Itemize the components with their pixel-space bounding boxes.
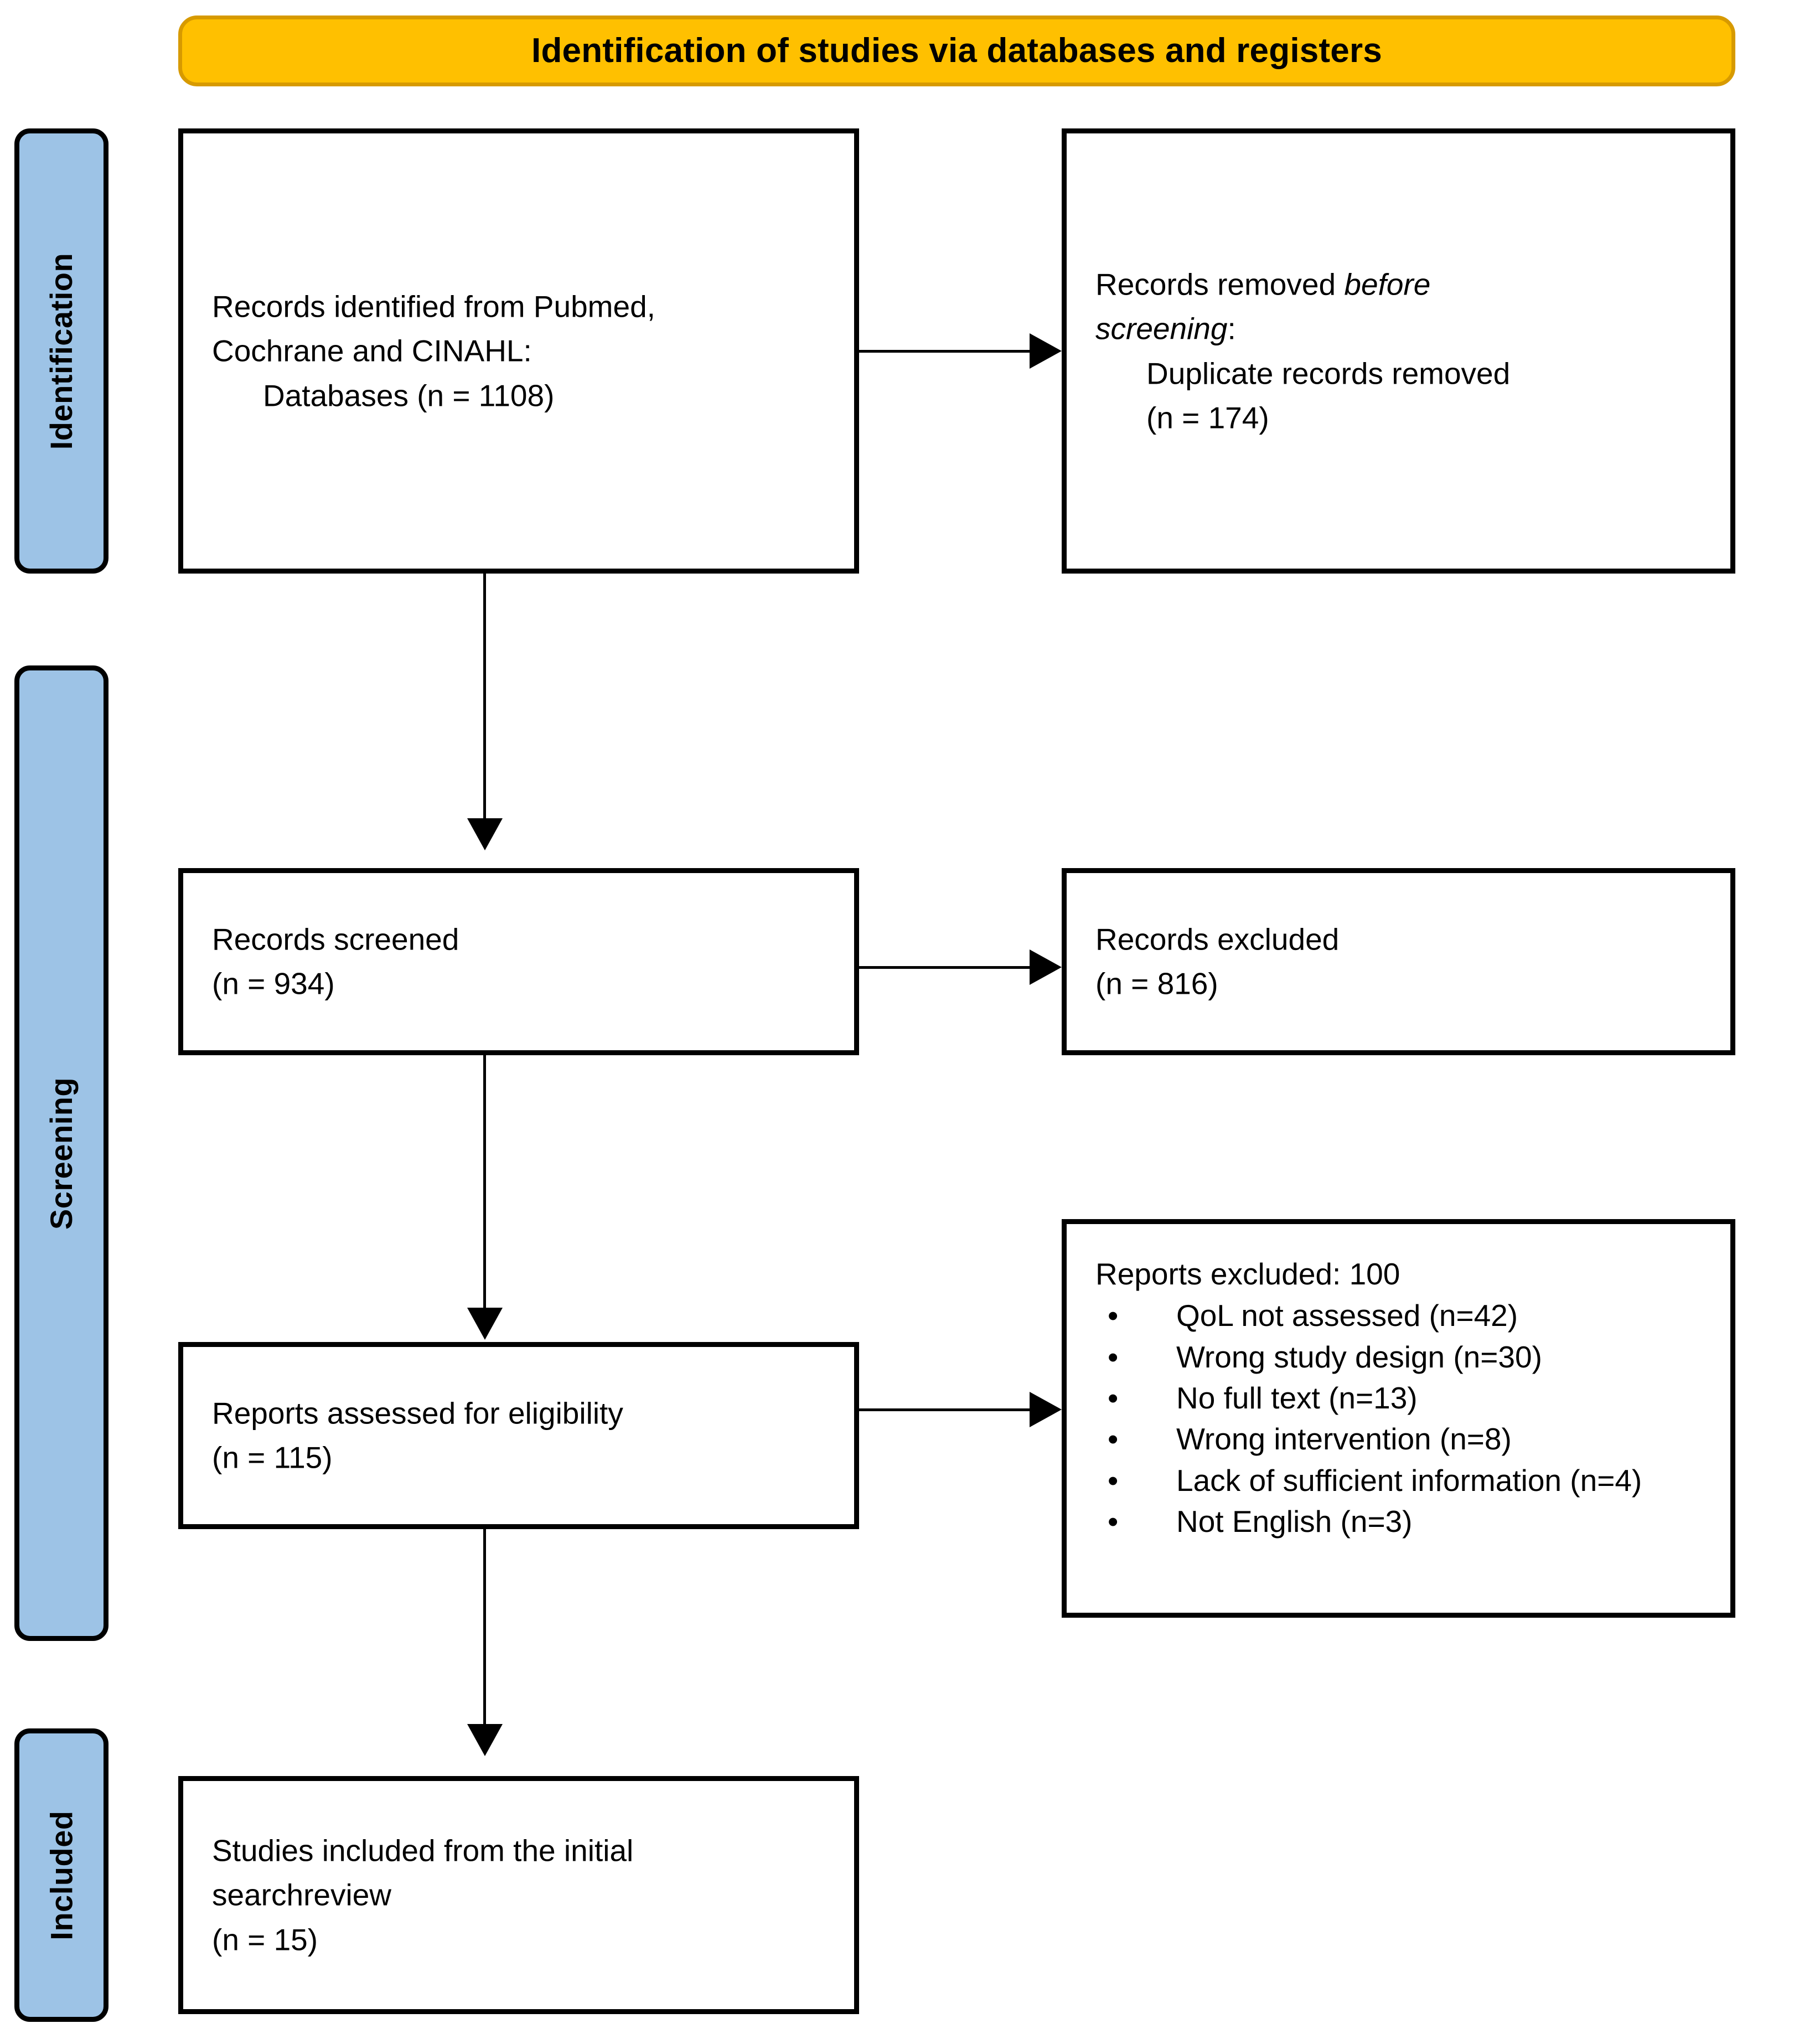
arrowhead-screened-to-assessed bbox=[467, 1308, 503, 1340]
arrowhead-identified-to-screened bbox=[467, 818, 503, 850]
records-identified-line2: Cochrane and CINAHL: bbox=[212, 333, 532, 368]
diagram-header-banner: Identification of studies via databases … bbox=[178, 16, 1735, 86]
stage-label-included: Included bbox=[14, 1728, 108, 2022]
box-records-screened-text: Records screened (n = 934) bbox=[212, 917, 832, 1006]
stage-label-identification-text: Identification bbox=[44, 252, 79, 450]
stage-label-screening-text: Screening bbox=[44, 1077, 79, 1230]
records-removed-line4: (n = 174) bbox=[1146, 400, 1269, 435]
records-removed-line1-emphasis: before bbox=[1344, 267, 1431, 302]
box-studies-included: Studies included from the initial search… bbox=[178, 1776, 859, 2014]
reports-assessed-line2: (n = 115) bbox=[212, 1441, 333, 1475]
box-records-identified: Records identified from Pubmed, Cochrane… bbox=[178, 128, 859, 574]
connector-screened-to-assessed bbox=[483, 1055, 486, 1311]
stage-label-identification: Identification bbox=[14, 128, 108, 574]
reports-excluded-heading: Reports excluded: 100 bbox=[1095, 1257, 1400, 1291]
list-item: Not English (n=3) bbox=[1095, 1502, 1708, 1541]
studies-included-line2: searchreview bbox=[212, 1877, 392, 1912]
box-records-screened: Records screened (n = 934) bbox=[178, 868, 859, 1055]
records-identified-line3: Databases (n = 1108) bbox=[263, 378, 555, 413]
reports-excluded-reason-list: QoL not assessed (n=42) Wrong study desi… bbox=[1095, 1296, 1708, 1541]
stage-label-included-text: Included bbox=[44, 1810, 79, 1940]
box-reports-excluded: Reports excluded: 100 QoL not assessed (… bbox=[1062, 1219, 1735, 1618]
stage-label-screening: Screening bbox=[14, 665, 108, 1641]
records-screened-line1: Records screened bbox=[212, 922, 459, 957]
records-removed-line3: Duplicate records removed bbox=[1146, 356, 1511, 390]
box-studies-included-text: Studies included from the initial search… bbox=[212, 1829, 832, 1962]
reports-assessed-line1: Reports assessed for eligibility bbox=[212, 1396, 623, 1431]
arrowhead-identified-to-removed bbox=[1030, 333, 1062, 369]
connector-assessed-to-reports-excluded bbox=[859, 1408, 1031, 1411]
connector-screened-to-excluded bbox=[859, 966, 1031, 969]
connector-identified-to-removed bbox=[859, 350, 1031, 353]
list-item: Wrong intervention (n=8) bbox=[1095, 1420, 1708, 1459]
box-records-removed: Records removed before screening: Duplic… bbox=[1062, 128, 1735, 574]
records-removed-line1-prefix: Records removed bbox=[1095, 267, 1345, 302]
records-removed-line2-suffix: : bbox=[1227, 311, 1236, 346]
arrowhead-assessed-to-included bbox=[467, 1724, 503, 1756]
connector-assessed-to-included bbox=[483, 1529, 486, 1727]
list-item: No full text (n=13) bbox=[1095, 1379, 1708, 1418]
box-records-excluded-text: Records excluded (n = 816) bbox=[1095, 917, 1708, 1006]
arrowhead-screened-to-excluded bbox=[1030, 949, 1062, 985]
list-item: Lack of sufficient information (n=4) bbox=[1095, 1461, 1708, 1500]
banner-title: Identification of studies via databases … bbox=[531, 31, 1382, 70]
records-identified-line1: Records identified from Pubmed, bbox=[212, 289, 655, 324]
arrowhead-assessed-to-reports-excluded bbox=[1030, 1392, 1062, 1427]
studies-included-line1: Studies included from the initial bbox=[212, 1833, 634, 1868]
list-item: QoL not assessed (n=42) bbox=[1095, 1296, 1708, 1335]
records-screened-line2: (n = 934) bbox=[212, 967, 335, 1001]
records-excluded-line1: Records excluded bbox=[1095, 922, 1340, 957]
studies-included-line3: (n = 15) bbox=[212, 1922, 318, 1957]
records-excluded-line2: (n = 816) bbox=[1095, 967, 1218, 1001]
box-records-identified-text: Records identified from Pubmed, Cochrane… bbox=[212, 285, 832, 418]
box-reports-assessed-text: Reports assessed for eligibility (n = 11… bbox=[212, 1391, 832, 1480]
list-item: Wrong study design (n=30) bbox=[1095, 1338, 1708, 1377]
box-records-excluded: Records excluded (n = 816) bbox=[1062, 868, 1735, 1055]
box-records-removed-text: Records removed before screening: Duplic… bbox=[1095, 262, 1708, 440]
connector-identified-to-screened bbox=[483, 574, 486, 822]
records-removed-line2-emphasis: screening bbox=[1095, 311, 1228, 346]
box-reports-assessed: Reports assessed for eligibility (n = 11… bbox=[178, 1342, 859, 1529]
